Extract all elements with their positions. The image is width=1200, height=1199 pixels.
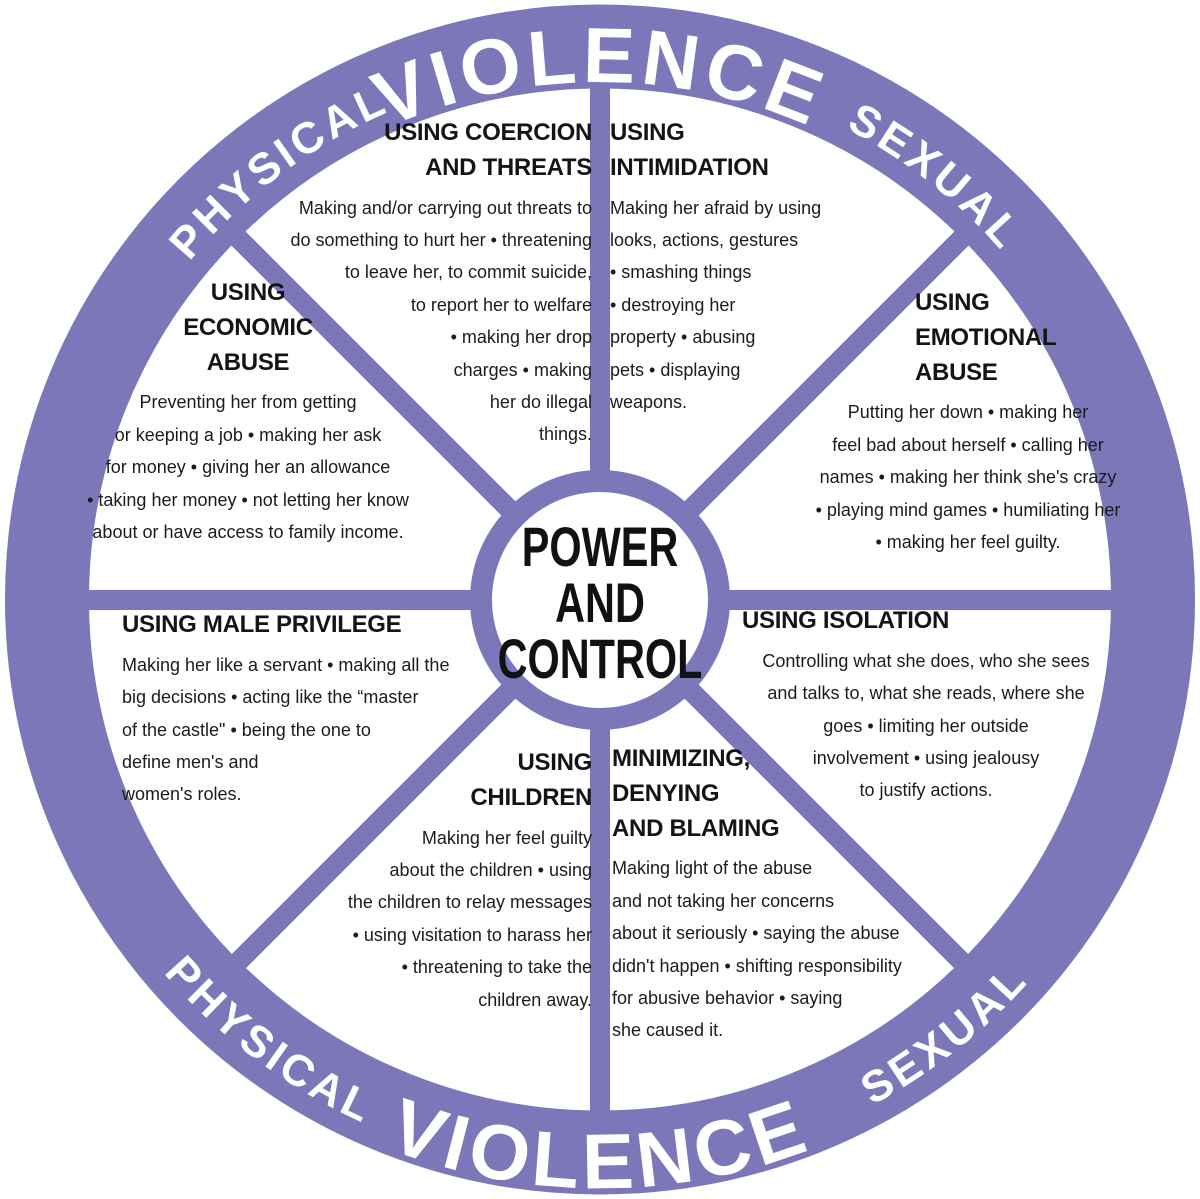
section-using-emotional-abuse: USING EMOTIONAL ABUSE Putting her down •… [788,286,1148,558]
section-body: Making and/or carrying out threats to do… [290,197,593,445]
section-title: USING CHILDREN [470,749,592,811]
section-body: Making her afraid by using looks, action… [610,197,822,412]
section-body: Making light of the abuse and not taking… [612,858,902,1041]
section-body: Making her like a servant • making all t… [122,654,450,805]
section-using-intimidation: USING INTIMIDATION Making her afraid by … [610,116,880,418]
section-body: Preventing her from getting or keeping a… [87,392,409,542]
center-circle [470,470,730,730]
section-title: USING ECONOMIC ABUSE [183,279,313,376]
section-title: USING MALE PRIVILEGE [122,611,402,638]
outer-ring [5,4,1195,1195]
section-title: USING COERCION AND THREATS [384,119,592,181]
section-using-economic-abuse: USING ECONOMIC ABUSE Preventing her from… [62,276,434,548]
section-body: Making her feel guilty about the childre… [347,827,592,1010]
center-label-line2: AND [555,572,645,635]
section-using-male-privilege: USING MALE PRIVILEGE Making her like a s… [122,608,490,811]
section-body: Putting her down • making her feel bad a… [815,402,1121,552]
section-body: Controlling what she does, who she sees … [762,650,1090,801]
section-using-coercion-and-threats: USING COERCION AND THREATS Making and/or… [240,116,593,451]
section-using-isolation: USING ISOLATION Controlling what she doe… [742,604,1110,807]
section-title: USING ISOLATION [742,607,950,634]
center-label: POWER AND CONTROL [498,516,703,691]
section-using-children: USING CHILDREN Making her feel guilty ab… [325,746,592,1016]
center-label-line3: CONTROL [498,628,703,691]
section-minimizing-denying-and-blaming: MINIMIZING, DENYING AND BLAMING Making l… [612,742,952,1047]
section-title: MINIMIZING, DENYING AND BLAMING [612,745,780,842]
section-title: USING INTIMIDATION [610,119,769,181]
section-title: USING EMOTIONAL ABUSE [915,289,1057,386]
center-label-line1: POWER [522,516,679,579]
